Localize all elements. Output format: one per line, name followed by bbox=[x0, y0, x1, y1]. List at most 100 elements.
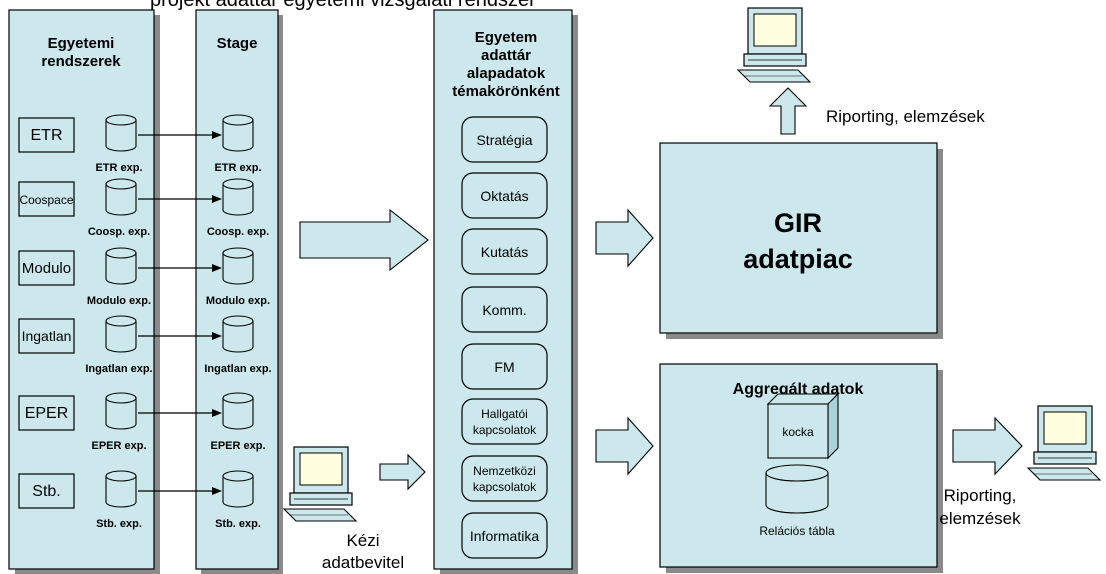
source-export-cylinder-icon bbox=[105, 315, 137, 353]
stage-export-cylinder-icon bbox=[222, 315, 254, 353]
source-export-cylinder-icon bbox=[105, 392, 137, 430]
aggregated-reporting-label-line1: Riporting, bbox=[944, 486, 1017, 505]
manual-input-computer-icon bbox=[283, 446, 357, 522]
relational-table-cylinder-icon bbox=[765, 464, 829, 514]
cube-label: kocka bbox=[782, 425, 814, 439]
big-arrow-datamart-to-reporting bbox=[768, 87, 808, 135]
manual-input-label-line2: adatbevitel bbox=[322, 553, 404, 572]
export-connector-arrowhead bbox=[212, 487, 222, 495]
topic-box: FM bbox=[461, 343, 548, 390]
topic-label: Oktatás bbox=[480, 188, 528, 204]
source-export-label: Coosp. exp. bbox=[88, 226, 150, 238]
big-arrow-warehouse-to-aggregated bbox=[595, 416, 654, 476]
export-connector-arrowhead bbox=[212, 131, 222, 139]
topic-box: Informatika bbox=[461, 512, 548, 559]
topic-box-shape bbox=[461, 455, 548, 502]
source-export-cylinder-icon bbox=[105, 470, 137, 508]
topic-box: Oktatás bbox=[461, 172, 548, 219]
stage-export-cylinder-icon bbox=[222, 247, 254, 285]
datamart-title-line2: adatpiac bbox=[743, 244, 853, 274]
source-row: ETR ETR exp. ETR exp. bbox=[18, 114, 262, 174]
source-system-label: Stb. bbox=[32, 483, 60, 500]
source-system-box bbox=[18, 250, 75, 286]
source-system-box bbox=[18, 395, 75, 431]
source-system-label: Ingatlan bbox=[22, 328, 72, 344]
source-export-label: ETR exp. bbox=[95, 162, 142, 174]
relational-table-label: Relációs tábla bbox=[759, 524, 835, 538]
source-system-label: ETR bbox=[31, 127, 63, 144]
datamart-reporting-label: Riporting, elemzések bbox=[826, 107, 985, 126]
big-arrow-warehouse-to-datamart bbox=[595, 208, 654, 268]
stage-export-cylinder-icon bbox=[222, 392, 254, 430]
big-arrow-stage-to-warehouse bbox=[299, 208, 429, 272]
source-system-box bbox=[18, 318, 75, 354]
topic-box: Kutatás bbox=[461, 228, 548, 275]
source-system-label: EPER bbox=[25, 405, 69, 422]
source-export-cylinder-icon bbox=[105, 178, 137, 216]
topic-label-line1: Hallgatói bbox=[481, 407, 528, 421]
warehouse-title-line3: alapadatok bbox=[467, 65, 546, 82]
export-connector-arrowhead bbox=[212, 409, 222, 417]
datamart-box: GIR adatpiac bbox=[659, 142, 943, 339]
topic-box-shape bbox=[461, 343, 548, 390]
topic-label-line1: Nemzetközi bbox=[473, 464, 536, 478]
source-system-box bbox=[18, 473, 75, 509]
stage-export-label: ETR exp. bbox=[214, 162, 261, 174]
stage-export-label: Modulo exp. bbox=[206, 295, 270, 307]
source-system-label: Coospace bbox=[19, 193, 73, 207]
topic-box-shape bbox=[461, 228, 548, 275]
topic-label: Stratégia bbox=[476, 132, 532, 148]
big-arrow-aggregated-to-reporting bbox=[952, 416, 1023, 476]
stage-panel-title: Stage bbox=[217, 35, 258, 52]
topic-box-shape bbox=[461, 172, 548, 219]
warehouse-title-line4: témakörönként bbox=[452, 83, 560, 100]
big-arrow-manual-to-warehouse bbox=[379, 453, 426, 491]
topic-box-shape bbox=[461, 116, 548, 163]
topic-label: FM bbox=[494, 359, 514, 375]
source-panel-title-line1: Egyetemi bbox=[48, 35, 115, 52]
export-connector-arrowhead bbox=[212, 332, 222, 340]
topic-box-shape bbox=[461, 286, 548, 333]
source-system-label: Modulo bbox=[22, 260, 71, 277]
topic-box: Nemzetközi kapcsolatok bbox=[461, 455, 548, 502]
datamart-title-line1: GIR bbox=[774, 208, 822, 238]
topic-label: Komm. bbox=[482, 302, 526, 318]
stage-export-cylinder-icon bbox=[222, 470, 254, 508]
source-export-label: Stb. exp. bbox=[96, 518, 142, 530]
stage-export-label: EPER exp. bbox=[210, 440, 265, 452]
header-text: projekt adattár egyetemi vizsgálati rend… bbox=[150, 0, 536, 11]
warehouse-title-line1: Egyetem bbox=[475, 29, 538, 46]
topic-box: Hallgatói kapcsolatok bbox=[461, 398, 548, 445]
topic-label: Kutatás bbox=[481, 244, 528, 260]
export-connector-arrowhead bbox=[212, 195, 222, 203]
topic-label-line2: kapcsolatok bbox=[473, 480, 537, 494]
topic-box: Stratégia bbox=[461, 116, 548, 163]
topic-label: Informatika bbox=[470, 528, 539, 544]
source-system-box bbox=[18, 181, 75, 217]
topic-box-shape bbox=[461, 398, 548, 445]
warehouse-title-line2: adattár bbox=[481, 47, 531, 64]
stage-export-label: Stb. exp. bbox=[215, 518, 261, 530]
cube-icon bbox=[766, 392, 840, 460]
source-export-label: EPER exp. bbox=[91, 440, 146, 452]
stage-export-label: Ingatlan exp. bbox=[204, 363, 271, 375]
topic-box-shape bbox=[461, 512, 548, 559]
topic-label-line2: kapcsolatok bbox=[473, 423, 537, 437]
source-export-cylinder-icon bbox=[105, 247, 137, 285]
topic-box: Komm. bbox=[461, 286, 548, 333]
export-connector-arrowhead bbox=[212, 264, 222, 272]
source-row: EPER EPER exp. EPER exp. bbox=[18, 392, 266, 452]
reporting-computer-top-icon bbox=[737, 7, 811, 83]
stage-export-cylinder-icon bbox=[222, 114, 254, 152]
manual-input-label-line1: Kézi bbox=[346, 531, 379, 550]
aggregated-reporting-label-line2: elemzések bbox=[939, 509, 1021, 528]
source-system-box bbox=[18, 117, 75, 153]
source-export-label: Ingatlan exp. bbox=[85, 363, 152, 375]
source-export-cylinder-icon bbox=[105, 114, 137, 152]
stage-export-label: Coosp. exp. bbox=[207, 226, 269, 238]
